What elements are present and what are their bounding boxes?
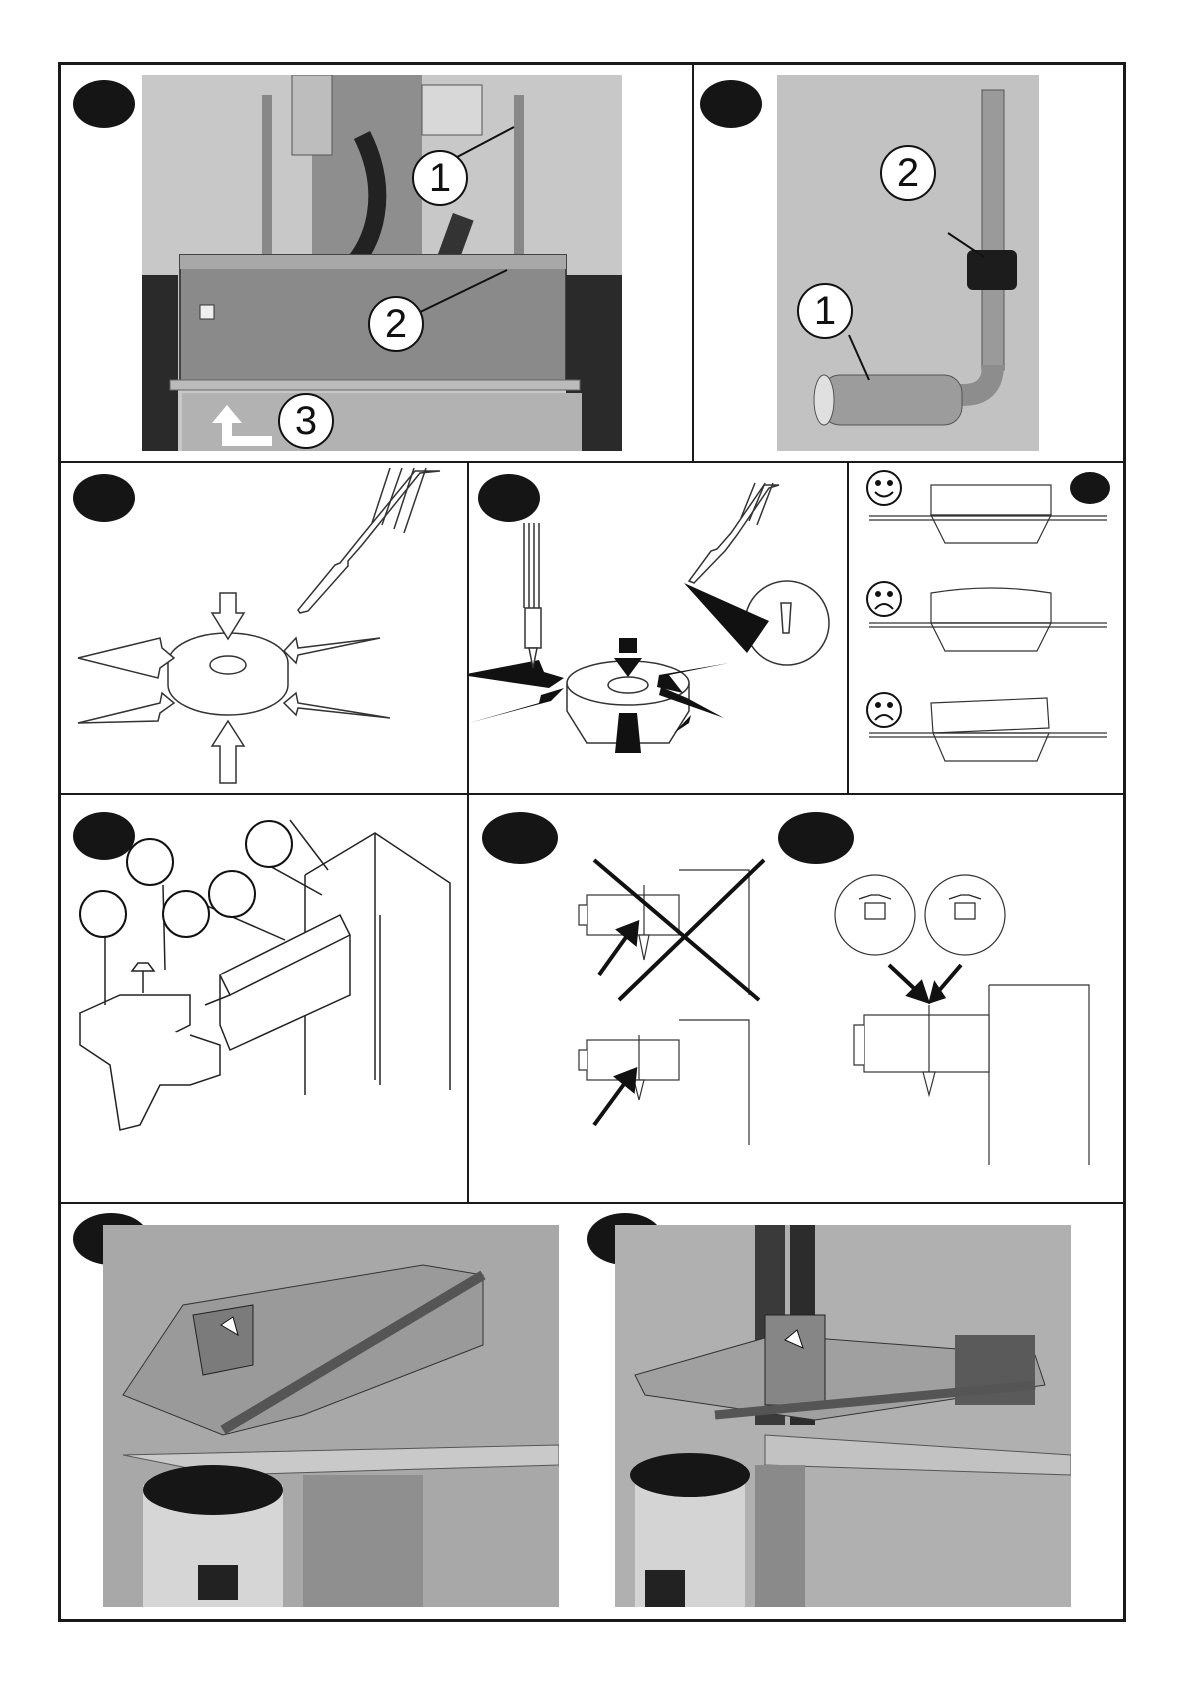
leader-lines-1 <box>142 75 622 451</box>
diagram-wedge-position <box>469 795 1125 1200</box>
seal-ring-diagram <box>60 463 466 793</box>
callout-empty <box>245 820 293 868</box>
wedge-photo-illustration <box>103 1225 559 1607</box>
diagram-seal-pressing <box>60 463 466 793</box>
photo-wedge-mounted <box>103 1225 559 1607</box>
seal-fit-diagram <box>849 463 1125 793</box>
callout-empty <box>208 870 256 918</box>
photo-wedge-lifted <box>615 1225 1071 1607</box>
callout-empty <box>126 838 174 886</box>
wedge-position-diagram <box>469 795 1125 1200</box>
seal-pry-diagram <box>469 463 846 793</box>
photo-handle <box>777 75 1039 451</box>
lifted-photo-illustration <box>615 1225 1071 1607</box>
divider-row1 <box>692 62 694 462</box>
handle-illustration <box>777 75 1039 451</box>
diagram-seal-fit <box>849 463 1125 793</box>
photo-machine-top <box>142 75 622 451</box>
divider-h3 <box>58 1202 1126 1204</box>
step-badge-2 <box>700 80 762 128</box>
callout-empty <box>162 890 210 938</box>
sad-face-icon <box>867 582 901 616</box>
sad-face-icon <box>867 693 901 727</box>
callout-3: 3 <box>278 393 334 449</box>
callout-1: 1 <box>797 283 853 339</box>
callout-2: 2 <box>880 145 936 201</box>
diagram-seal-prying <box>469 463 846 793</box>
callout-2: 2 <box>368 296 424 352</box>
callout-1: 1 <box>412 150 468 206</box>
smiley-face-icon <box>867 471 901 505</box>
step-badge-1 <box>73 80 135 128</box>
callout-empty <box>79 890 127 938</box>
